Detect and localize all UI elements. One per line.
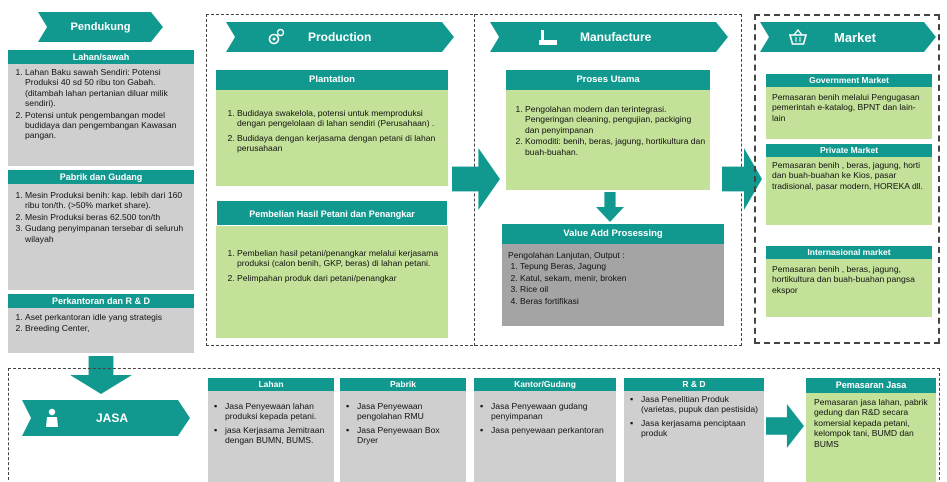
market-banner: Market (760, 22, 936, 52)
proses-utama-header: Proses Utama (506, 70, 710, 90)
pemasaran-jasa-box: Pemasaran jasa lahan, pabrik gedung dan … (806, 393, 936, 482)
pembelian-item: Pelimpahan produk dari petani/penangkar (237, 273, 442, 283)
factory-icon (538, 28, 558, 46)
gears-icon (266, 27, 286, 47)
jasa-lahan-item: Jasa Penyewaan lahan produksi kepada pet… (214, 401, 331, 422)
pabrik-gudang-item: Gudang penyimpanan tersebar di seluruh w… (25, 223, 191, 244)
pendukung-banner: Pendukung (38, 12, 163, 42)
jasa-pabrik-item: Jasa Penyewaan pengolahan RMU (346, 401, 463, 422)
lahan-sawah-item: Potensi untuk pengembangan model budiday… (25, 110, 191, 141)
lahan-sawah-box: Lahan Baku sawah Sendiri: Potensi Produk… (8, 64, 194, 166)
jasa-lahan-box: Jasa Penyewaan lahan produksi kepada pet… (208, 391, 334, 482)
private-market-header: Private Market (766, 144, 932, 157)
government-market-header: Government Market (766, 74, 932, 87)
lahan-sawah-item: Lahan Baku sawah Sendiri: Potensi Produk… (25, 67, 191, 109)
production-title: Production (308, 30, 372, 44)
value-add-item: Rice oil (520, 284, 718, 294)
value-add-item: Katul, sekam, menir, broken (520, 273, 718, 283)
plantation-header: Plantation (216, 70, 448, 90)
plantation-box: Budidaya swakelola, potensi untuk mempro… (216, 90, 448, 186)
perkantoran-header: Perkantoran dan R & D (8, 294, 194, 308)
value-add-item: Tepung Beras, Jagung (520, 261, 718, 271)
government-market-text: Pemasaran benih melalui Pengugasan pemer… (772, 92, 920, 123)
jasa-kantor-box: Jasa Penyewaan gudang penyimpanan Jasa p… (474, 391, 616, 482)
market-title: Market (834, 29, 876, 45)
jasa-lahan-header: Lahan (208, 378, 334, 391)
value-add-box: Pengolahan Lanjutan, Output : Tepung Ber… (502, 244, 724, 326)
jasa-kantor-item: Jasa penyewaan perkantoran (480, 425, 613, 436)
market-frame (754, 14, 940, 344)
jasa-lahan-item: jasa Kerjasama Jemitraan dengan BUMN, BU… (214, 425, 331, 446)
jasa-rnd-item: Jasa Penelitian Produk (varietas, pupuk … (630, 394, 761, 415)
pabrik-gudang-box: Mesin Produksi benih: kap. lebih dari 16… (8, 184, 194, 290)
proses-utama-box: Pengolahan modern dan terintegrasi. Peng… (506, 90, 710, 190)
international-market-box: Pemasaran benih , beras, jagung, hortiku… (766, 259, 932, 317)
plantation-item: Budidaya swakelola, potensi untuk mempro… (237, 108, 442, 129)
jasa-rnd-item: Jasa kerjasama penciptaan produk (630, 418, 761, 439)
jasa-rnd-box: Jasa Penelitian Produk (varietas, pupuk … (624, 391, 764, 482)
jasa-kantor-item: Jasa Penyewaan gudang penyimpanan (480, 401, 613, 422)
jasa-pabrik-header: Pabrik (340, 378, 466, 391)
pendukung-title: Pendukung (70, 21, 131, 33)
pabrik-gudang-item: Mesin Produksi benih: kap. lebih dari 16… (25, 190, 191, 211)
jasa-kantor-header: Kantor/Gudang (474, 378, 616, 391)
international-market-text: Pemasaran benih , beras, jagung, hortiku… (772, 264, 915, 295)
jasa-pabrik-item: Jasa Penyewaan Box Dryer (346, 425, 463, 446)
value-add-intro: Pengolahan Lanjutan, Output : (508, 250, 625, 260)
pabrik-gudang-item: Mesin Produksi beras 62.500 ton/th (25, 212, 191, 222)
pembelian-header: Pembelian Hasil Petani dan Penangkar (216, 200, 448, 226)
proses-utama-item: Komoditi: benih, beras, jagung, hortikul… (525, 136, 706, 157)
government-market-box: Pemasaran benih melalui Pengugasan pemer… (766, 87, 932, 139)
lahan-sawah-header: Lahan/sawah (8, 50, 194, 64)
jasa-pabrik-box: Jasa Penyewaan pengolahan RMU Jasa Penye… (340, 391, 466, 482)
pemasaran-jasa-text: Pemasaran jasa lahan, pabrik gedung dan … (814, 397, 928, 449)
value-add-header: Value Add Prosessing (502, 224, 724, 244)
service-person-icon (44, 408, 60, 428)
perkantoran-item: Breeding Center, (25, 323, 191, 333)
value-add-item: Beras fortifikasi (520, 296, 718, 306)
private-market-box: Pemasaran benih , beras, jagung, horti d… (766, 157, 932, 225)
pemasaran-jasa-header: Pemasaran Jasa (806, 378, 936, 393)
manufacture-title: Manufacture (580, 30, 652, 44)
jasa-banner: JASA (22, 400, 190, 436)
international-market-header: Internasional market (766, 246, 932, 259)
private-market-text: Pemasaran benih , beras, jagung, horti d… (772, 160, 923, 191)
jasa-title: JASA (96, 411, 129, 425)
manufacture-banner: Manufacture (490, 22, 728, 52)
pembelian-box: Pembelian hasil petani/penangkar melalui… (216, 226, 448, 338)
market-basket-icon (788, 28, 808, 46)
proses-utama-item: Pengolahan modern dan terintegrasi. Peng… (525, 104, 706, 135)
perkantoran-box: Aset perkantoran idle yang strategis Bre… (8, 308, 194, 353)
pabrik-gudang-header: Pabrik dan Gudang (8, 170, 194, 184)
pembelian-item: Pembelian hasil petani/penangkar melalui… (237, 248, 442, 269)
jasa-frame (8, 368, 940, 480)
jasa-rnd-header: R & D (624, 378, 764, 391)
production-banner: Production (226, 22, 454, 52)
perkantoran-item: Aset perkantoran idle yang strategis (25, 312, 191, 322)
plantation-item: Budidaya dengan kerjasama dengan petani … (237, 133, 442, 154)
